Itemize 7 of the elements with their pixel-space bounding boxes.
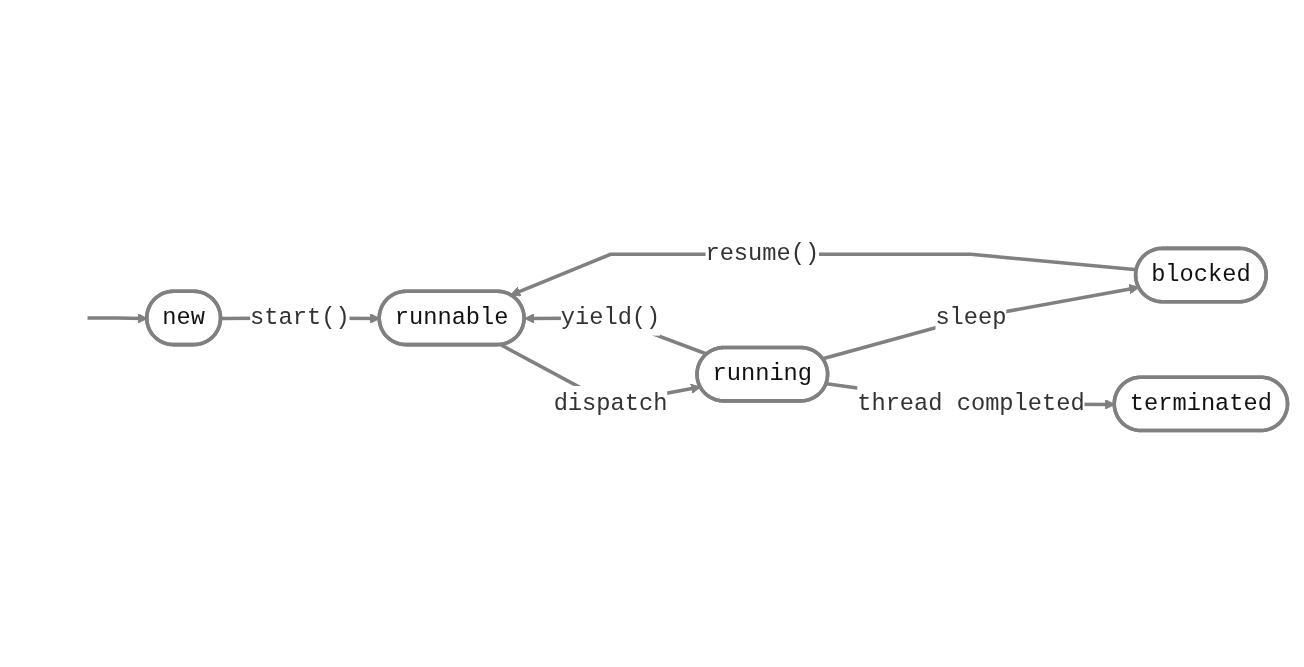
edge-label: sleep — [935, 303, 1007, 331]
edge-label: yield() — [560, 303, 661, 331]
arrow — [822, 283, 1140, 361]
edge-label: dispatch — [553, 389, 668, 417]
edge-label: start() — [250, 303, 350, 331]
edge-label: thread completed — [857, 389, 1085, 417]
edge-label: resume() — [705, 240, 820, 268]
